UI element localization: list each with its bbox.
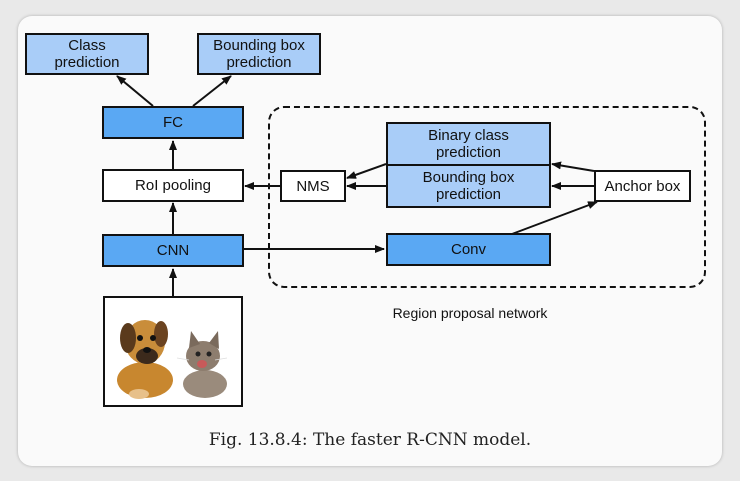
edge-anchor-to-binary <box>551 161 595 172</box>
figure-caption: Fig. 13.8.4: The faster R-CNN model. <box>208 430 532 450</box>
region-proposal-network-label: Region proposal network <box>392 305 548 321</box>
fc-box: FC <box>102 106 244 139</box>
roi-pooling-box: RoI pooling <box>102 169 244 202</box>
anchor-box-node: Anchor box <box>594 170 691 202</box>
class-prediction-box: Class prediction <box>25 33 149 75</box>
nms-box: NMS <box>280 170 346 202</box>
input-image <box>103 296 243 407</box>
edge-fc-to-class <box>116 75 154 107</box>
edge-binary-to-nms <box>346 163 387 179</box>
edge-conv-to-anchor <box>511 201 598 235</box>
puppy-kitten-illustration <box>117 320 228 399</box>
edge-fc-to-bbox <box>192 75 232 107</box>
rpn-bounding-box-prediction-box: Bounding box prediction <box>386 164 551 208</box>
bounding-box-prediction-box: Bounding box prediction <box>197 33 321 75</box>
conv-box: Conv <box>386 233 551 266</box>
region-proposal-network-frame <box>268 106 706 288</box>
cnn-box: CNN <box>102 234 244 267</box>
binary-class-prediction-box: Binary class prediction <box>386 122 551 166</box>
